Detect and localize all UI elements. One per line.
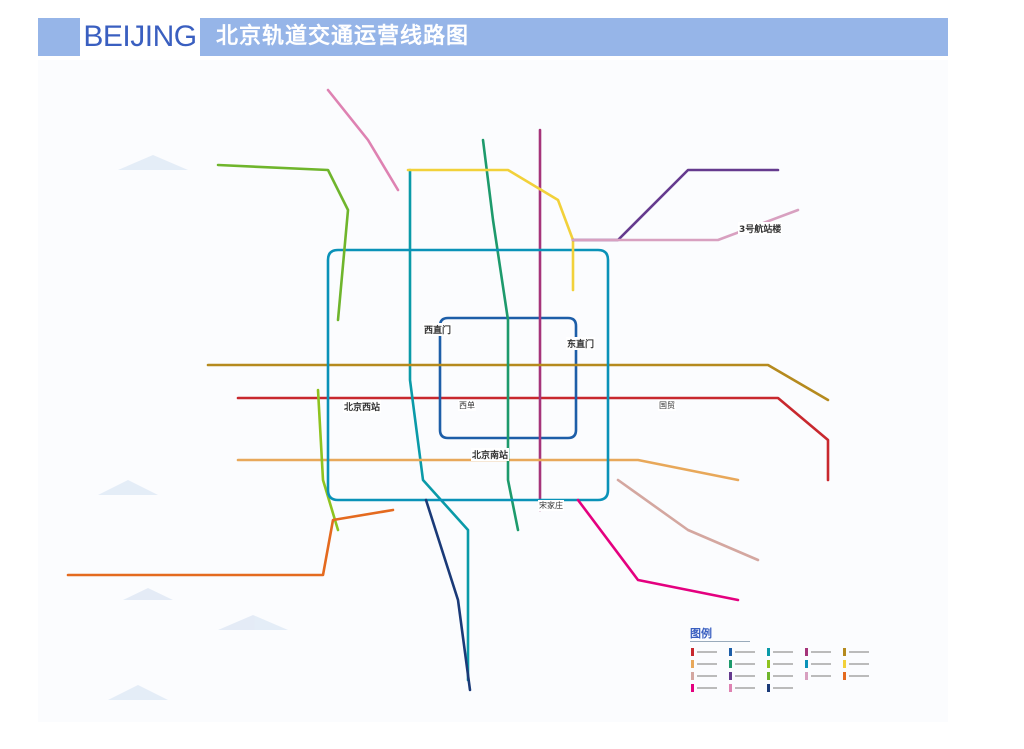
legend-entry xyxy=(767,647,803,657)
legend-entry xyxy=(729,659,765,669)
metro-line-9[interactable] xyxy=(316,388,340,532)
metro-line-8[interactable] xyxy=(481,138,520,532)
legend-entry xyxy=(691,683,727,693)
metro-line-14[interactable] xyxy=(616,478,760,562)
legend-entry xyxy=(767,683,803,693)
legend-entry xyxy=(729,671,765,681)
metro-line-daxing[interactable] xyxy=(424,498,472,692)
legend-entry xyxy=(691,647,727,657)
metro-line-6[interactable] xyxy=(206,363,830,402)
station-label[interactable]: 3号航站楼 xyxy=(738,222,783,235)
legend-entry xyxy=(805,659,841,669)
metro-line-13[interactable] xyxy=(406,168,575,292)
station-label[interactable]: 西单 xyxy=(458,400,476,411)
legend-entry xyxy=(843,659,879,669)
metro-line-changping[interactable] xyxy=(326,88,400,192)
legend-entry xyxy=(691,659,727,669)
station-label[interactable]: 宋家庄 xyxy=(538,500,564,511)
legend-entries xyxy=(690,646,880,694)
metro-line-16[interactable] xyxy=(216,163,350,322)
metro-line-7[interactable] xyxy=(236,458,740,482)
legend-entry xyxy=(805,671,841,681)
legend-entry xyxy=(729,647,765,657)
brand-label: BEIJING xyxy=(80,18,200,56)
metro-line-airport[interactable] xyxy=(571,208,800,242)
station-label[interactable]: 国贸 xyxy=(658,400,676,411)
metro-line-fangshan[interactable] xyxy=(66,508,395,577)
legend-entry xyxy=(729,683,765,693)
station-label[interactable]: 北京西站 xyxy=(343,400,382,413)
legend-entry xyxy=(843,647,879,657)
metro-map[interactable]: 西直门 东直门 北京西站 3号航站楼 北京南站 西单 国贸 宋家庄 图例 xyxy=(38,60,948,722)
legend-entry xyxy=(843,671,879,681)
legend-entry xyxy=(691,671,727,681)
legend: 图例 xyxy=(690,625,945,717)
station-label[interactable]: 西直门 xyxy=(423,323,453,336)
metro-line-yizhuang[interactable] xyxy=(576,498,740,602)
metro-lines xyxy=(66,88,830,700)
metro-line-4[interactable] xyxy=(408,168,470,682)
header-banner: BEIJING 北京轨道交通运营线路图 xyxy=(38,18,948,56)
station-label[interactable]: 北京南站 xyxy=(471,448,510,461)
station-label[interactable]: 东直门 xyxy=(566,337,596,350)
legend-title: 图例 xyxy=(690,625,750,642)
legend-entry xyxy=(767,671,803,681)
map-title: 北京轨道交通运营线路图 xyxy=(216,24,470,49)
legend-entry xyxy=(805,647,841,657)
metro-line-10[interactable] xyxy=(326,248,610,502)
legend-entry xyxy=(767,659,803,669)
